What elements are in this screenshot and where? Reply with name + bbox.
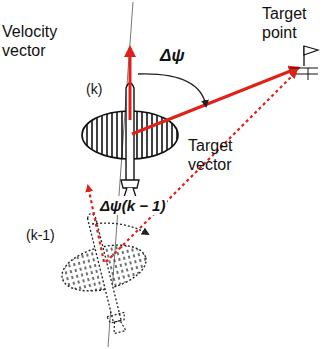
step-label: (k-1)	[26, 226, 55, 245]
angle-label: Δψ	[158, 46, 187, 65]
angle-label: Δψ(k − 1)	[98, 196, 167, 215]
target-flag	[290, 46, 318, 80]
step-label: (k)	[86, 80, 102, 99]
vector-label: Target vector	[188, 136, 250, 174]
target-label: Target point	[262, 4, 322, 42]
vector-label: Velocity vector	[2, 22, 74, 60]
